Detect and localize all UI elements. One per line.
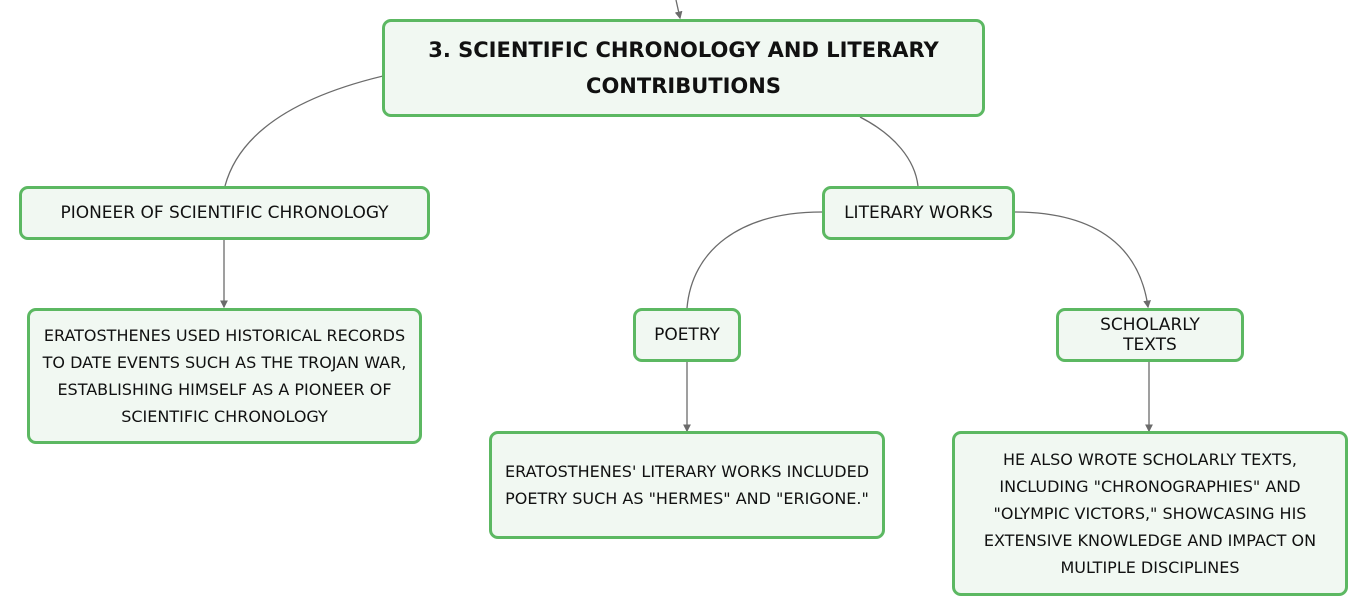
pioneer-topic-node[interactable]: PIONEER OF SCIENTIFIC CHRONOLOGY	[19, 186, 430, 240]
pioneer-detail-node[interactable]: ERATOSTHENES USED HISTORICAL RECORDS TO …	[27, 308, 422, 444]
scholarly-texts-label: SCHOLARLY TEXTS	[1100, 315, 1200, 355]
poetry-label: POETRY	[654, 325, 720, 345]
connector-root-to-pioneer	[224, 75, 384, 187]
connector-literary-to-scholarly	[1013, 211, 1151, 309]
connector-from-above	[674, 0, 683, 20]
connector-literary-to-poetry	[686, 211, 823, 309]
scholarly-texts-node[interactable]: SCHOLARLY TEXTS	[1056, 308, 1244, 362]
connector-root-to-literary	[859, 116, 919, 187]
poetry-detail-node[interactable]: ERATOSTHENES' LITERARY WORKS INCLUDED PO…	[489, 431, 885, 539]
literary-works-label: LITERARY WORKS	[844, 203, 993, 223]
literary-works-node[interactable]: LITERARY WORKS	[822, 186, 1015, 240]
root-topic-label: 3. SCIENTIFIC CHRONOLOGY AND LITERARY CO…	[428, 38, 939, 98]
poetry-node[interactable]: POETRY	[633, 308, 741, 362]
poetry-detail-text: ERATOSTHENES' LITERARY WORKS INCLUDED PO…	[504, 462, 870, 508]
scholarly-detail-text: HE ALSO WROTE SCHOLARLY TEXTS, INCLUDING…	[983, 450, 1317, 577]
root-topic-node[interactable]: 3. SCIENTIFIC CHRONOLOGY AND LITERARY CO…	[382, 19, 985, 117]
pioneer-detail-text: ERATOSTHENES USED HISTORICAL RECORDS TO …	[42, 326, 407, 426]
pioneer-topic-label: PIONEER OF SCIENTIFIC CHRONOLOGY	[60, 203, 389, 223]
scholarly-detail-node[interactable]: HE ALSO WROTE SCHOLARLY TEXTS, INCLUDING…	[952, 431, 1348, 596]
